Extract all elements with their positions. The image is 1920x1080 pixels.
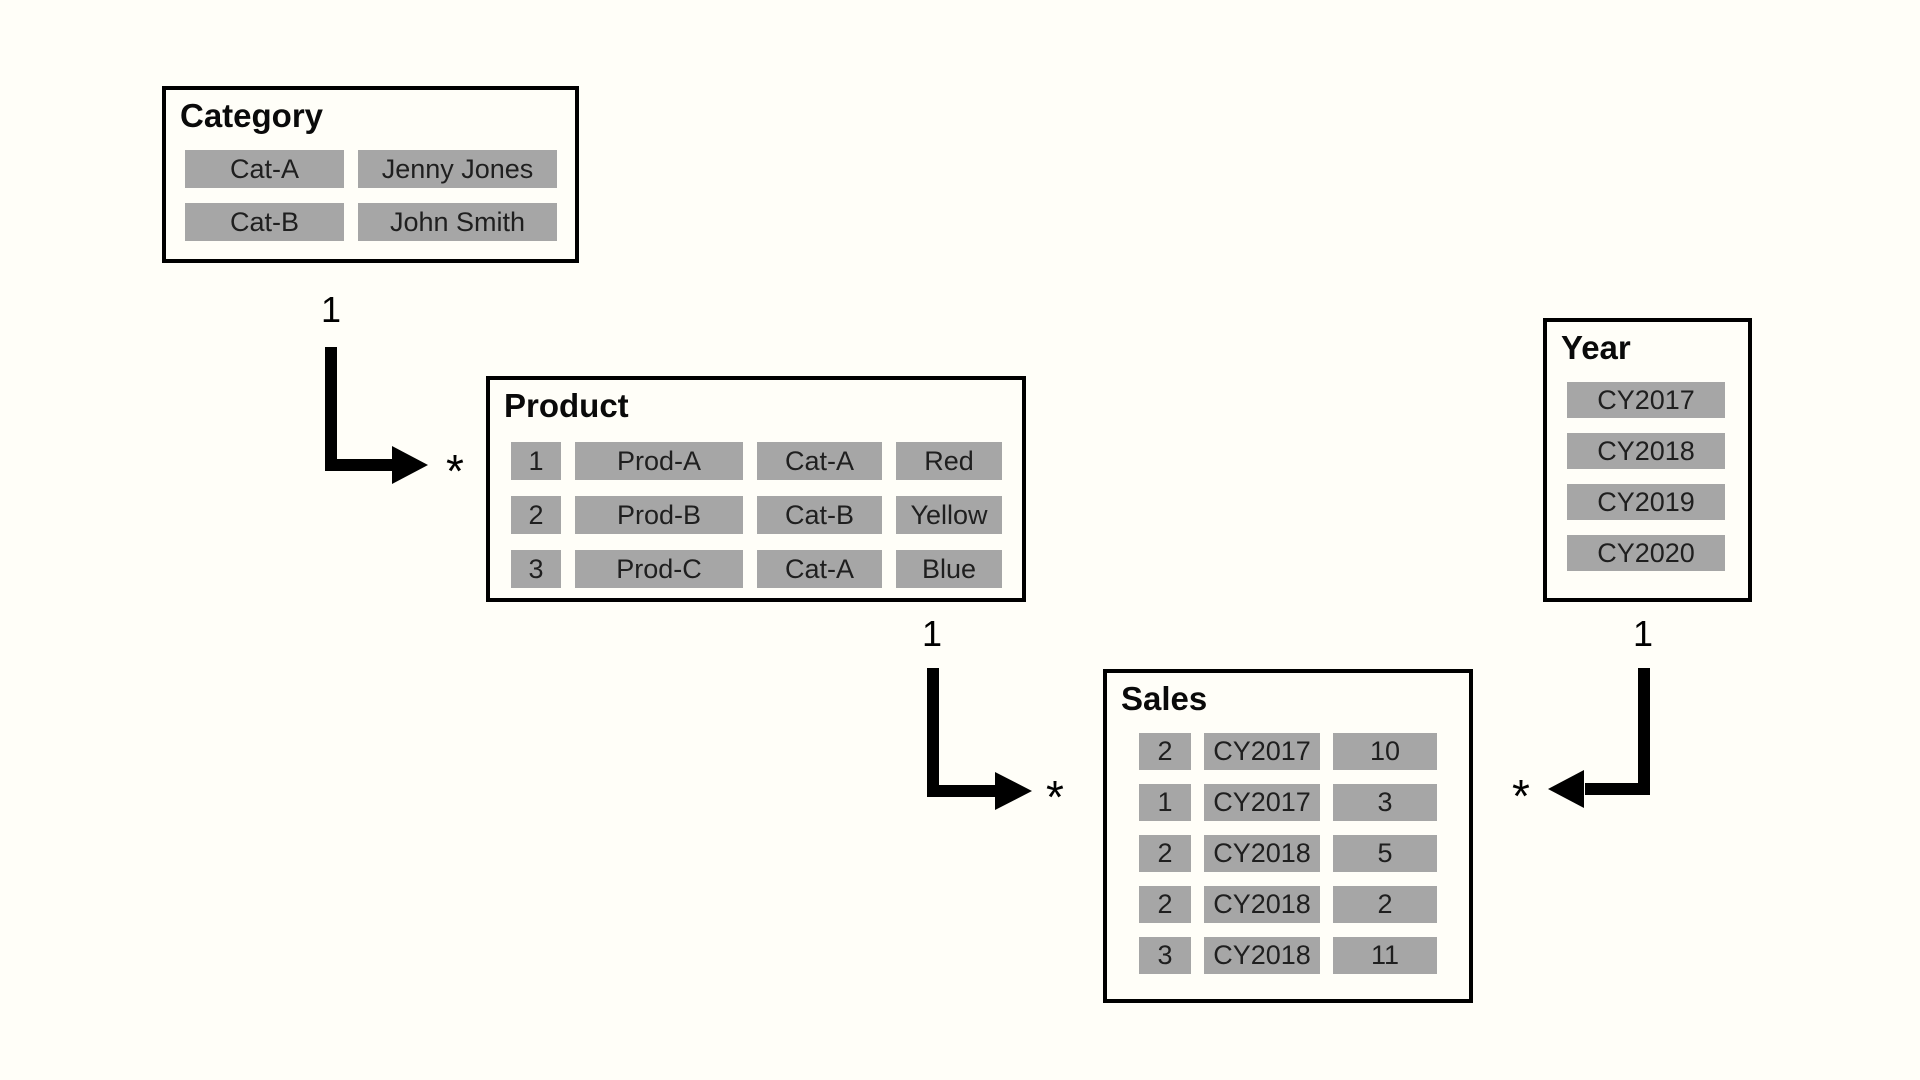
table-cell: Cat-A [185, 150, 344, 189]
table-row: CY2019 [1567, 484, 1748, 521]
arrow-line [325, 347, 395, 471]
arrow-head-icon [392, 446, 428, 484]
table-cell: Blue [896, 550, 1002, 589]
table-cell: CY2017 [1204, 784, 1320, 822]
table-row: 1 CY2017 3 [1139, 784, 1469, 822]
sales-table: Sales 2 CY2017 10 1 CY2017 3 2 CY2018 5 … [1103, 669, 1473, 1003]
product-table-title: Product [504, 387, 629, 424]
category-table: Category Cat-A Jenny Jones Cat-B John Sm… [162, 86, 579, 263]
table-cell: Yellow [896, 496, 1002, 535]
table-cell: Cat-A [757, 442, 882, 481]
table-cell: Prod-C [575, 550, 743, 589]
table-cell: 2 [1139, 835, 1191, 873]
cardinality-many-label: * [1512, 770, 1530, 822]
product-rows: 1 Prod-A Cat-A Red 2 Prod-B Cat-B Yellow… [511, 442, 1022, 589]
table-cell: 3 [1333, 784, 1437, 822]
table-cell: 5 [1333, 835, 1437, 873]
table-cell: CY2019 [1567, 484, 1725, 521]
table-cell: 2 [1333, 886, 1437, 924]
table-cell: 2 [1139, 886, 1191, 924]
table-cell: 1 [511, 442, 561, 481]
cardinality-many-label: * [1046, 771, 1064, 823]
table-cell: CY2018 [1204, 886, 1320, 924]
table-row: 3 Prod-C Cat-A Blue [511, 550, 1022, 589]
category-rows: Cat-A Jenny Jones Cat-B John Smith [185, 150, 575, 242]
table-cell: 2 [511, 496, 561, 535]
table-cell: 3 [1139, 937, 1191, 975]
table-cell: Prod-B [575, 496, 743, 535]
table-cell: John Smith [358, 203, 557, 242]
year-table: Year CY2017 CY2018 CY2019 CY2020 [1543, 318, 1752, 602]
table-cell: CY2018 [1567, 433, 1725, 470]
product-table: Product 1 Prod-A Cat-A Red 2 Prod-B Cat-… [486, 376, 1026, 602]
year-rows: CY2017 CY2018 CY2019 CY2020 [1567, 382, 1748, 572]
sales-rows: 2 CY2017 10 1 CY2017 3 2 CY2018 5 2 CY20… [1139, 733, 1469, 975]
arrow-line [1585, 668, 1650, 795]
cardinality-many-label: * [446, 445, 464, 497]
table-row: 1 Prod-A Cat-A Red [511, 442, 1022, 481]
table-cell: CY2020 [1567, 535, 1725, 572]
table-row: 2 CY2018 2 [1139, 886, 1469, 924]
table-row: 2 CY2017 10 [1139, 733, 1469, 771]
table-cell: CY2017 [1204, 733, 1320, 771]
year-table-title: Year [1561, 329, 1631, 366]
table-cell: Cat-A [757, 550, 882, 589]
table-row: 2 Prod-B Cat-B Yellow [511, 496, 1022, 535]
table-cell: CY2018 [1204, 937, 1320, 975]
table-row: CY2018 [1567, 433, 1748, 470]
table-cell: CY2017 [1567, 382, 1725, 419]
table-row: Cat-A Jenny Jones [185, 150, 575, 189]
table-cell: Red [896, 442, 1002, 481]
category-table-title: Category [180, 97, 324, 134]
table-cell: Prod-A [575, 442, 743, 481]
table-cell: Cat-B [757, 496, 882, 535]
table-row: Cat-B John Smith [185, 203, 575, 242]
table-cell: Jenny Jones [358, 150, 557, 189]
table-row: CY2020 [1567, 535, 1748, 572]
relationship-arrow-product-sales [927, 668, 1032, 810]
relationship-arrow-year-sales [1548, 668, 1650, 808]
table-row: 3 CY2018 11 [1139, 937, 1469, 975]
table-cell: 1 [1139, 784, 1191, 822]
arrow-head-icon [995, 772, 1032, 810]
table-cell: 10 [1333, 733, 1437, 771]
table-row: CY2017 [1567, 382, 1748, 419]
sales-table-title: Sales [1121, 680, 1208, 717]
table-cell: 2 [1139, 733, 1191, 771]
table-cell: 11 [1333, 937, 1437, 975]
table-row: 2 CY2018 5 [1139, 835, 1469, 873]
relationship-arrow-category-product [325, 347, 428, 484]
table-cell: Cat-B [185, 203, 344, 242]
arrow-head-icon [1548, 770, 1584, 808]
cardinality-one-label: 1 [320, 289, 342, 330]
cardinality-one-label: 1 [921, 613, 943, 654]
cardinality-one-label: 1 [1632, 613, 1654, 654]
arrow-line [927, 668, 998, 797]
table-cell: 3 [511, 550, 561, 589]
table-cell: CY2018 [1204, 835, 1320, 873]
